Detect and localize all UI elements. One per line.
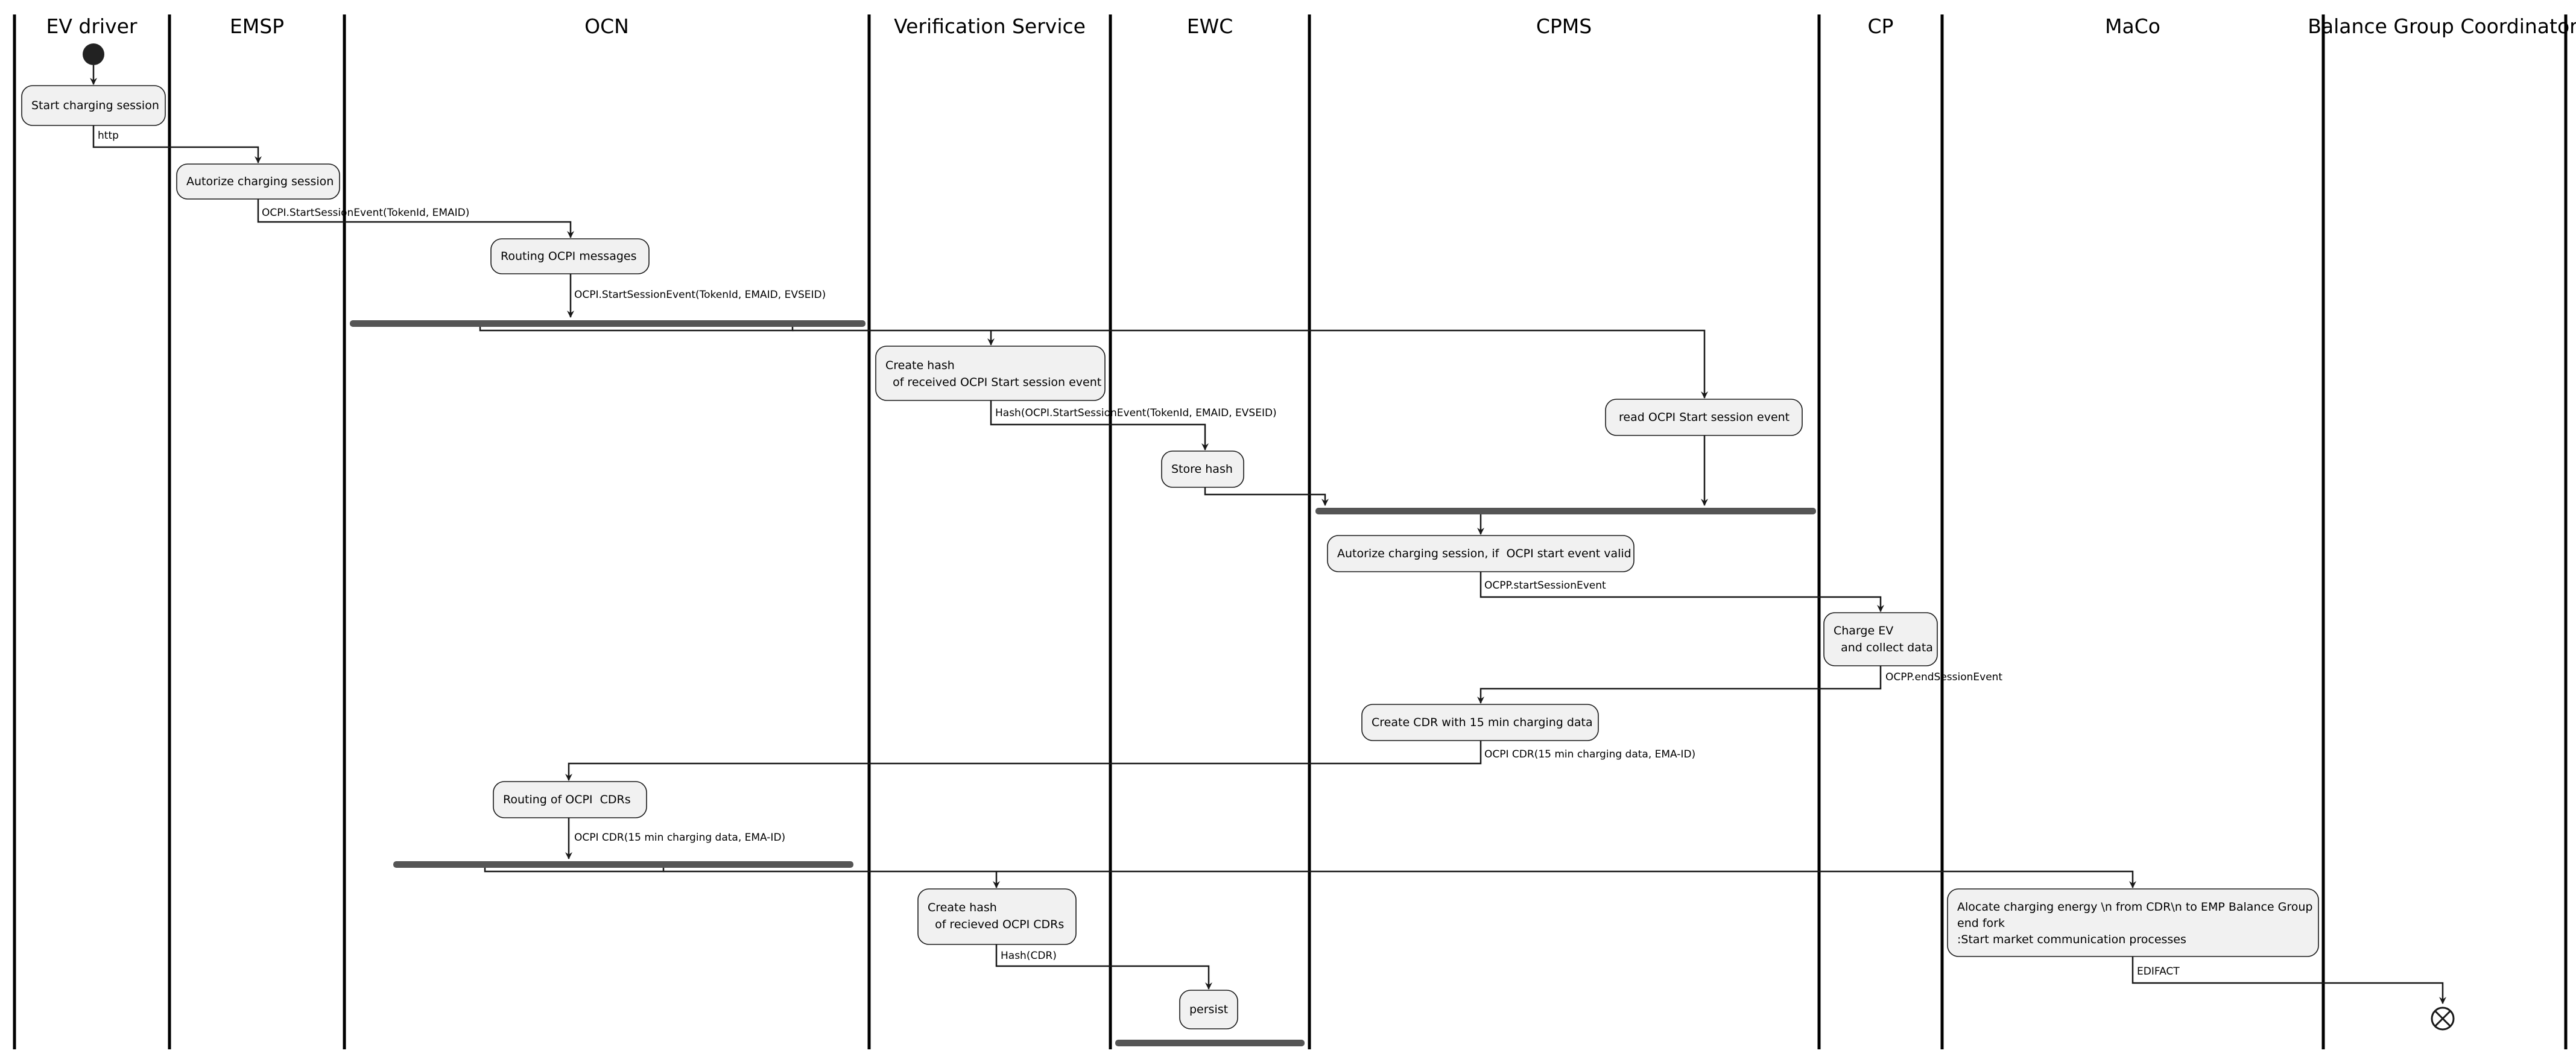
activities: Start charging session Autorize charging… [21,85,2319,1029]
svg-text:Routing of OCPI CDRs: Routing of OCPI CDRs [503,793,631,806]
flow-label-ocpp-end: OCPP.endSessionEvent [1885,671,2002,683]
lane-title-balance-group-coordinator: Balance Group Coordinator [2308,14,2576,38]
lane-title-ev-driver: EV driver [46,14,138,38]
flow-store-to-join [1204,487,1329,506]
lane-title-maco: MaCo [2105,14,2160,38]
flow-hash-cdr-to-persist [995,944,1212,990]
final-node-icon [2431,1007,2455,1031]
svg-text:Autorize charging session, if: Autorize charging session, if OCPI start… [1337,547,1631,560]
flow-label-ocpi-cdr: OCPI CDR(15 min charging data, EMA-ID) [1484,748,1695,760]
initial-node-icon [83,43,104,65]
activity-charge-ev: Charge EV and collect data [1823,612,1938,666]
flow-fork-to-maco [663,870,2136,888]
svg-text:Charge EV: Charge EV [1834,624,1893,637]
flow-hash-to-store [990,400,1209,450]
lane-title-ewc: EWC [1187,14,1233,38]
flow-http [92,125,262,163]
flow-fork-to-cpms [793,329,1708,399]
flow-edges [90,65,2446,1004]
svg-text:of recieved OCPI CDRs: of recieved OCPI CDRs [928,918,1064,931]
activity-routing-ocpi-messages: Routing OCPI messages [490,238,650,274]
svg-text:Create hash: Create hash [928,901,997,914]
svg-text:Start charging session: Start charging session [31,99,159,112]
svg-text:Alocate charging energy \n fro: Alocate charging energy \n from CDR\n to… [1957,900,2313,914]
flow-label-ocpp-start: OCPP.startSessionEvent [1484,580,1606,592]
fork-join-bars [350,320,1816,1046]
svg-text:persist: persist [1189,1003,1228,1016]
svg-text:Create CDR with 15 min chargin: Create CDR with 15 min charging data [1372,716,1593,729]
svg-text::Start market communication pr: :Start market communication processes [1957,933,2186,946]
flow-edifact [2131,956,2446,1004]
flow-ocpp-start [1479,572,1884,612]
flow-label-start-session-event-evseid: OCPI.StartSessionEvent(TokenId, EMAID, E… [574,289,826,301]
activity-allocate-charging-energy: Alocate charging energy \n from CDR\n to… [1947,888,2319,957]
flow-label-hash-start-event: Hash(OCPI.StartSessionEvent(TokenId, EMA… [995,407,1277,419]
flow-label-http: http [98,130,119,142]
activity-read-ocpi-start-event: read OCPI Start session event [1605,399,1803,436]
flow-label-edifact: EDIFACT [2137,966,2180,978]
lane-titles: EV driver EMSP OCN Verification Service … [46,14,2576,38]
lane-title-verification-service: Verification Service [894,14,1086,38]
activity-routing-ocpi-cdrs: Routing of OCPI CDRs [493,781,647,818]
fork-bar-cdr [393,861,853,868]
svg-text:and collect data: and collect data [1834,641,1933,654]
activity-create-cdr: Create CDR with 15 min charging data [1361,704,1599,741]
flow-fork-bracket [479,327,794,332]
lane-title-ocn: OCN [584,14,629,38]
flow-start-session-event [257,199,574,238]
lane-title-emsp: EMSP [230,14,284,38]
flow-cdr-to-routing [565,741,1482,781]
activity-autorize-charging-session: Autorize charging session [176,163,340,200]
flow-label-start-session-event: OCPI.StartSessionEvent(TokenId, EMAID) [262,207,469,219]
svg-text:Autorize charging session: Autorize charging session [186,175,334,188]
lane-separators [13,14,2568,1049]
join-bar-ewc [1115,1040,1305,1046]
flow-fork-cdr-bracket [484,868,665,873]
svg-text:of received OCPI Start session: of received OCPI Start session event [885,376,1101,389]
flow-labels: http OCPI.StartSessionEvent(TokenId, EMA… [98,130,2180,978]
flow-label-ocpi-cdr-routed: OCPI CDR(15 min charging data, EMA-ID) [574,832,785,844]
activity-autorize-if-valid: Autorize charging session, if OCPI start… [1327,535,1635,572]
activity-create-hash-start-event: Create hash of received OCPI Start sessi… [875,346,1106,401]
fork-bar-start-session [350,320,866,327]
activity-start-charging-session: Start charging session [21,85,166,126]
svg-text:end fork: end fork [1957,917,2005,930]
lane-title-cp: CP [1868,14,1894,38]
lane-title-cpms: CPMS [1536,14,1592,38]
svg-text:Store hash: Store hash [1171,463,1233,476]
svg-text:Create hash: Create hash [885,359,955,372]
activity-store-hash: Store hash [1161,450,1244,488]
svg-text:read OCPI Start session event: read OCPI Start session event [1615,411,1790,424]
flow-label-hash-cdr: Hash(CDR) [1001,950,1057,962]
join-bar-cpms [1315,508,1816,514]
svg-text:Routing OCPI messages: Routing OCPI messages [501,250,637,263]
activity-persist: persist [1179,990,1238,1029]
activity-create-hash-cdrs: Create hash of recieved OCPI CDRs [917,888,1077,945]
flow-ocpp-end [1477,666,1882,704]
